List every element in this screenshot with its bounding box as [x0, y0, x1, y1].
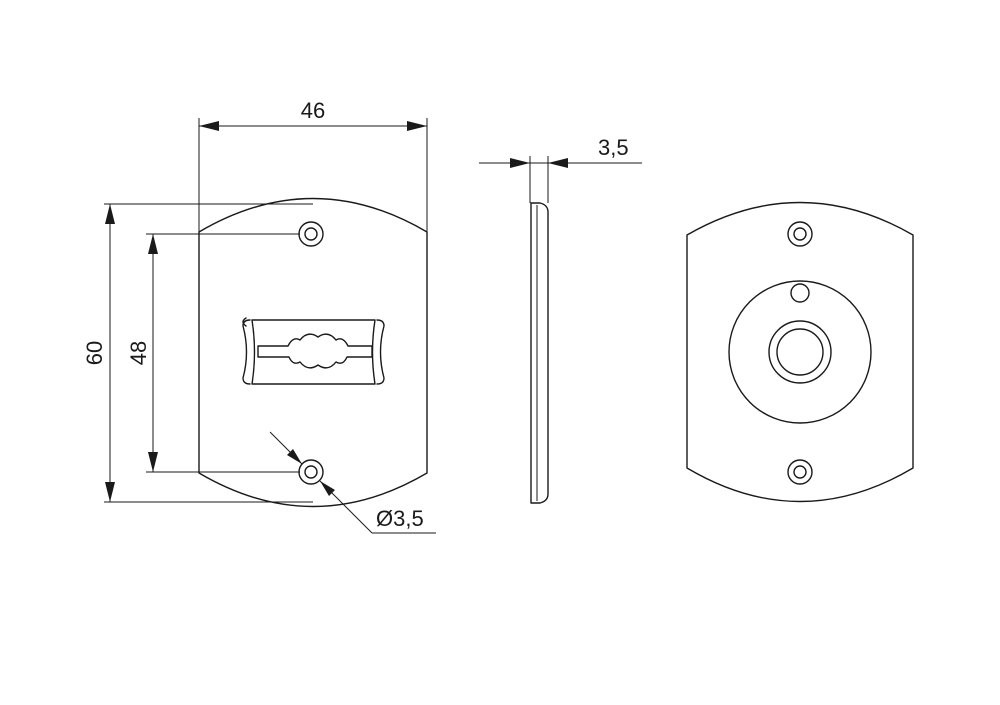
back-cylinder-outer	[768, 320, 832, 384]
front-dimensions: 46 60 48 Ø3,5	[82, 98, 436, 534]
front-bottom-screw-hole-outer	[298, 459, 324, 485]
hole-spacing-arrow-bottom	[148, 452, 158, 472]
hole-spacing-dimension-label: 48	[126, 341, 151, 365]
back-top-screw-hole-outer	[787, 221, 813, 247]
back-plate-outline	[686, 201, 914, 503]
thickness-dimension-label: 3,5	[598, 135, 629, 160]
front-view	[198, 197, 428, 508]
height-arrow-bottom	[105, 482, 115, 502]
height-arrow-top	[105, 204, 115, 224]
hole-diameter-arrow-upper	[287, 449, 302, 464]
back-bottom-screw-hole-inner	[793, 465, 807, 479]
back-guide-pin	[790, 283, 810, 303]
front-top-screw-hole-outer	[298, 221, 324, 247]
hole-spacing-arrow-top	[148, 234, 158, 254]
back-cylinder-inner	[776, 328, 824, 376]
front-bottom-screw-hole-inner	[304, 465, 318, 479]
front-top-screw-hole-inner	[304, 227, 318, 241]
side-plate-outline	[530, 202, 549, 504]
back-bottom-screw-hole-outer	[787, 459, 813, 485]
back-top-screw-hole-inner	[793, 227, 807, 241]
side-dimensions: 3,5	[479, 135, 642, 203]
thickness-arrow-right	[548, 158, 568, 168]
hole-diameter-label: Ø3,5	[376, 506, 424, 531]
back-view	[686, 201, 914, 503]
front-plate-outline	[198, 197, 428, 508]
back-rosette-ring	[728, 280, 872, 424]
width-arrow-right	[407, 121, 427, 131]
keyhole-escutcheon-frame	[242, 319, 385, 385]
width-dimension-label: 46	[301, 98, 325, 123]
side-view	[530, 202, 549, 504]
thickness-arrow-left	[510, 158, 530, 168]
keyhole-escutcheon-inner	[242, 317, 247, 327]
hole-diameter-arrow-lower	[320, 481, 335, 496]
width-arrow-left	[199, 121, 219, 131]
keyhole-slot	[257, 333, 373, 369]
height-dimension-label: 60	[82, 341, 107, 365]
keyhole-escutcheon-outer	[251, 319, 376, 385]
